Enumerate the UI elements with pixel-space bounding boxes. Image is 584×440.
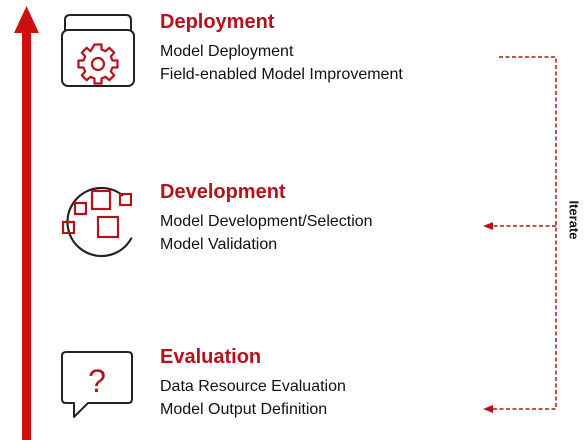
iterate-loop [492, 56, 557, 410]
iterate-label: Iterate [566, 200, 582, 240]
stage-line: Model Deployment [160, 43, 294, 60]
gear-window-icon [61, 14, 135, 87]
stage-line: Data Resource Evaluation [160, 378, 346, 395]
stage-deployment: Deployment Model Deployment Field-enable… [160, 10, 403, 86]
stage-line: Model Development/Selection [160, 213, 373, 230]
stage-title: Deployment [160, 11, 275, 33]
stage-title: Development [160, 181, 286, 203]
stage-development: Development Model Development/Selection … [160, 180, 373, 256]
svg-text:?: ? [88, 363, 106, 399]
stage-line: Model Output Definition [160, 401, 328, 418]
question-bubble-icon: ? [61, 351, 133, 418]
squares-cluster-icon [61, 186, 133, 258]
stage-line: Field-enabled Model Improvement [160, 66, 403, 83]
progress-arrow [14, 6, 39, 440]
stage-evaluation: Evaluation Data Resource Evaluation Mode… [160, 345, 346, 421]
iterate-arrowheads [483, 222, 493, 413]
stage-line: Model Validation [160, 236, 278, 253]
stage-title: Evaluation [160, 346, 262, 368]
